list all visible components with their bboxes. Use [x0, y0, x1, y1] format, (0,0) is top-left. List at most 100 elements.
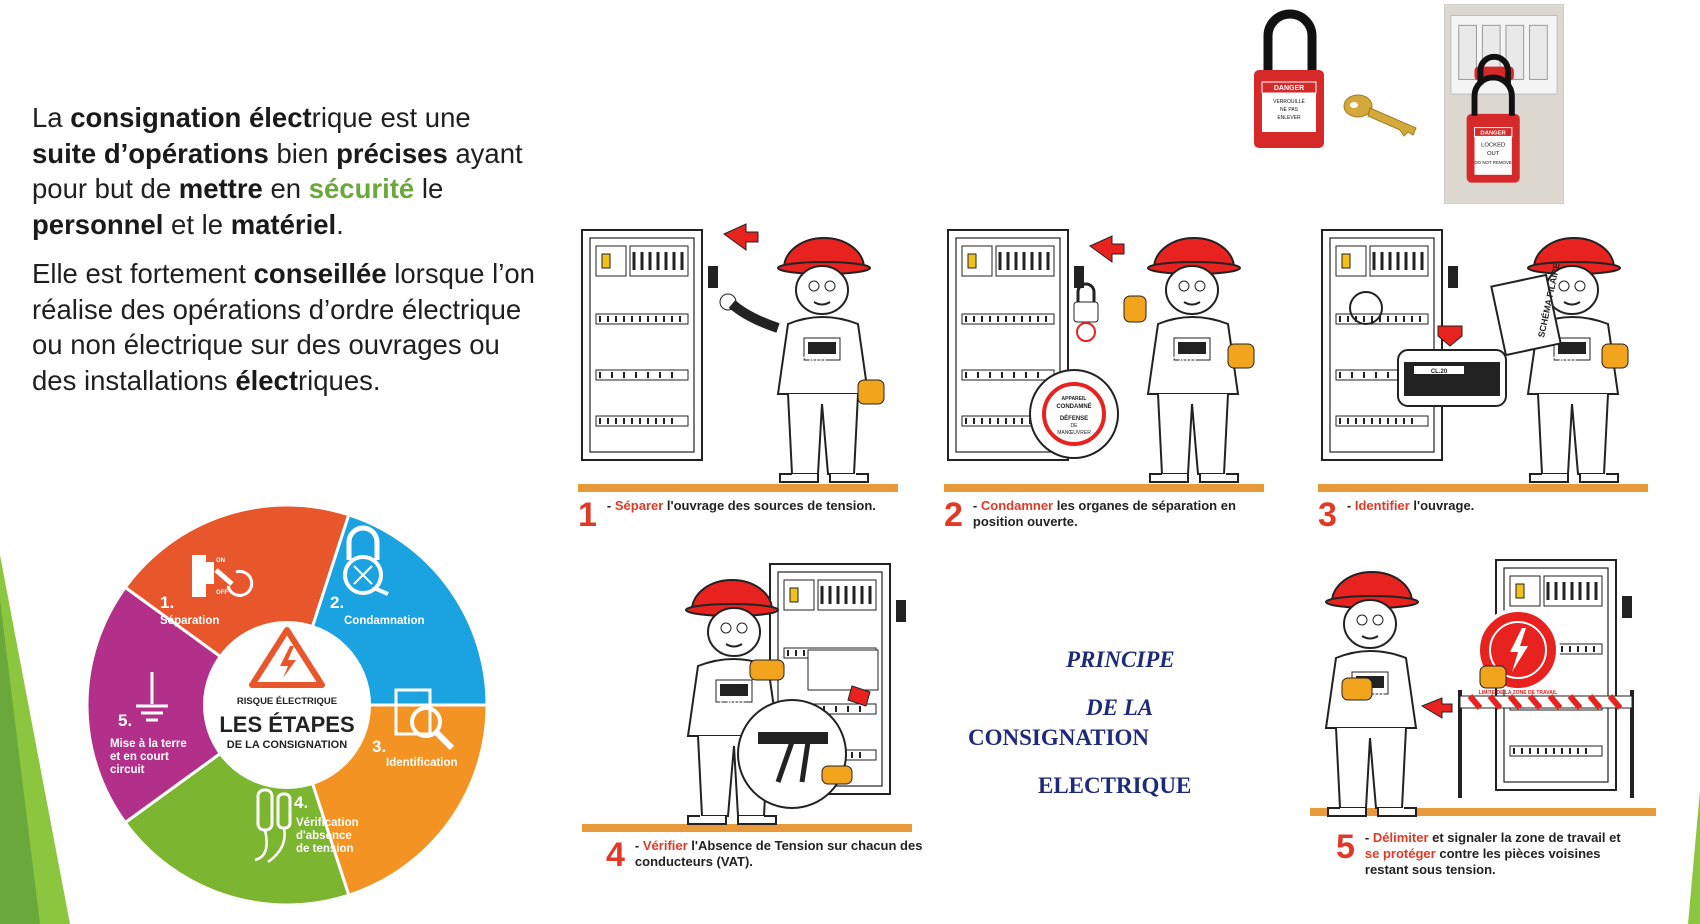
step-3-caption: 3 - Identifier l'ouvrage. [1318, 498, 1648, 532]
p2-run: lorsque l’on réalise des opérations d’or… [32, 258, 535, 396]
step-1-illustration: CATU [578, 218, 908, 496]
step-1-text: - Séparer l'ouvrage des sources de tensi… [607, 498, 876, 514]
step-3-text: - Identifier l'ouvrage. [1347, 498, 1474, 514]
p1-run: personnel [32, 208, 164, 240]
warning-triangle-icon [249, 627, 325, 688]
worker-1-overalls-label: CATU [802, 355, 826, 365]
warning-barrier-tape [1459, 694, 1633, 710]
step-5-caption: 5 - Délimiter et signaler la zone de tra… [1336, 830, 1636, 878]
p1-run: précises [336, 137, 448, 169]
work-zone-sign-label: LIMITE DE LA ZONE DE TRAVAIL [1479, 690, 1558, 696]
ground-icon [136, 672, 168, 722]
p1-run: . [336, 208, 344, 240]
p1-run: matériel [230, 208, 337, 240]
principle-line-2: DE LA [1086, 695, 1154, 720]
segment-3-number: 3. [372, 737, 386, 756]
identification-label: CL.20 [1431, 369, 1448, 375]
step-2-caption-part: Condamner [980, 498, 1054, 513]
segment-1-label: Séparation [160, 615, 219, 627]
principle-heading: PRINCIPE DE LA CONSIGNATION ELECTRIQUE [960, 645, 1250, 801]
step-4-caption: 4 - Vérifier l'Absence de Tension sur ch… [606, 838, 926, 872]
step-2-caption-part: - [972, 498, 981, 513]
step-3-number: 3 [1318, 496, 1337, 534]
key-icon [1343, 94, 1417, 137]
segment-2-label: Condamnation [344, 615, 425, 627]
condemned-sign-line-1: APPAREIL [1062, 396, 1087, 402]
step-4-number: 4 [606, 836, 625, 874]
p1-run: rique est une [311, 102, 471, 133]
step-3-caption-part: - [1346, 498, 1355, 513]
segment-5-label-line-2: et en court [110, 751, 169, 763]
switch-on-label: ON [216, 558, 225, 564]
step-5-caption-part: et signaler la zone de travail et [1428, 830, 1621, 845]
step-4-illustration: CATU [582, 560, 942, 836]
intro-paragraph-1: La consignation électrique est une suite… [32, 100, 542, 242]
intro-paragraph-2: Elle est fortement conseillée lorsque l’… [32, 256, 542, 398]
step-4-caption-part: Vérifier [642, 838, 688, 853]
magnifier-icon [394, 688, 455, 751]
condemned-sign-line-5: MANŒUVRER [1057, 430, 1091, 436]
condemned-sign-line-3: DÉFENSE [1060, 414, 1088, 422]
p1-run: mettre [178, 173, 263, 204]
step-4-caption-part: l'Absence de Tension sur chacun des cond… [634, 838, 923, 869]
step-5-caption-part: - [1364, 830, 1373, 845]
principle-line-1: PRINCIPE [1066, 647, 1175, 672]
segment-4-label-line-3: de tension [296, 843, 354, 855]
switch-off-label: OFF [216, 590, 228, 596]
segment-1-number: 1. [160, 593, 174, 612]
switch-icon: ON OFF [192, 555, 254, 597]
wheel-center-top: RISQUE ÉLECTRIQUE [237, 696, 337, 707]
padlock-and-key-photo: DANGER VERROUILLÉ NE PAS ENLEVER [1254, 9, 1417, 148]
consignation-steps-wheel: RISQUE ÉLECTRIQUE LES ÉTAPES DE LA CONSI… [85, 503, 489, 907]
step-5-number: 5 [1336, 828, 1355, 866]
padlock-tag-line-1: DANGER [1274, 85, 1304, 92]
segment-5-label-line-1: Mise à la terre [110, 738, 187, 750]
step-5-text: - Délimiter et signaler la zone de trava… [1365, 830, 1636, 878]
p1-run: bien [268, 137, 337, 169]
lockout-tag-line-3: OUT [1487, 151, 1500, 157]
p1-run: et le [163, 208, 231, 240]
p2-run: conseillée [253, 258, 387, 289]
segment-4-label-line-1: Vérification [296, 817, 359, 829]
p2-run: riques. [298, 364, 381, 396]
segment-5-number: 5. [118, 711, 132, 730]
lockout-tag-line-4: DO NOT REMOVE [1474, 160, 1511, 165]
step-1-number: 1 [578, 496, 597, 534]
segment-2-number: 2. [330, 593, 344, 612]
p1-run: consignation élect [70, 102, 312, 133]
step-2-illustration: CATU APPAREIL CONDAMNÉ DÉFENSE DE MANŒUV… [944, 218, 1274, 496]
step-2-caption: 2 - Condamner les organes de séparation … [944, 498, 1284, 532]
step-5-caption-part: contre les pièces voisines restant sous … [1364, 846, 1601, 877]
step-2-text: - Condamner les organes de séparation en… [973, 498, 1284, 530]
step-3-illustration: SCHÉMA FILAIRE CATU CL.20 [1318, 218, 1658, 496]
p1-run: ayant pour but de [32, 137, 523, 205]
p1-run: La [32, 102, 71, 133]
p1-run: le [414, 173, 444, 204]
padlock-icon [343, 525, 389, 596]
worker-3-overalls-label: CATU [1552, 355, 1576, 365]
step-1-caption-part: l'ouvrage des sources de tension. [663, 498, 876, 513]
segment-4-label-line-2: d'absence [296, 830, 352, 842]
step-5-illustration: CATU LIMITE DE LA ZONE DE TRAVAIL [1306, 556, 1666, 826]
p2-run: élect [235, 364, 298, 396]
step-4-text: - Vérifier l'Absence de Tension sur chac… [635, 838, 926, 870]
step-2-caption-part: les organes de séparation en position ou… [972, 498, 1236, 529]
p1-run: en [262, 173, 309, 204]
segment-5-label-line-3: circuit [110, 764, 145, 776]
step-1-caption-part: - [606, 498, 615, 513]
step-3-caption-part: l'ouvrage. [1409, 498, 1475, 513]
voltage-tester-icon [254, 788, 292, 864]
segment-4-number: 4. [294, 793, 308, 812]
lockout-tag-line-1: DANGER [1480, 130, 1506, 136]
principle-line-4: ELECTRIQUE [1038, 773, 1192, 798]
step-2-number: 2 [944, 496, 963, 534]
green-edge-decoration [1688, 790, 1700, 924]
worker-4-overalls-label: CATU [720, 697, 744, 707]
step-1-caption: 1 - Séparer l'ouvrage des sources de ten… [578, 498, 898, 532]
lockout-breaker-photo: DANGER LOCKED OUT DO NOT REMOVE [1444, 4, 1564, 204]
condemned-sign-line-4: DE [1071, 423, 1079, 429]
step-3-caption-part: Identifier [1354, 498, 1410, 513]
green-corner-decoration [0, 555, 70, 924]
padlock-tag-line-2: VERROUILLÉ [1273, 98, 1305, 105]
